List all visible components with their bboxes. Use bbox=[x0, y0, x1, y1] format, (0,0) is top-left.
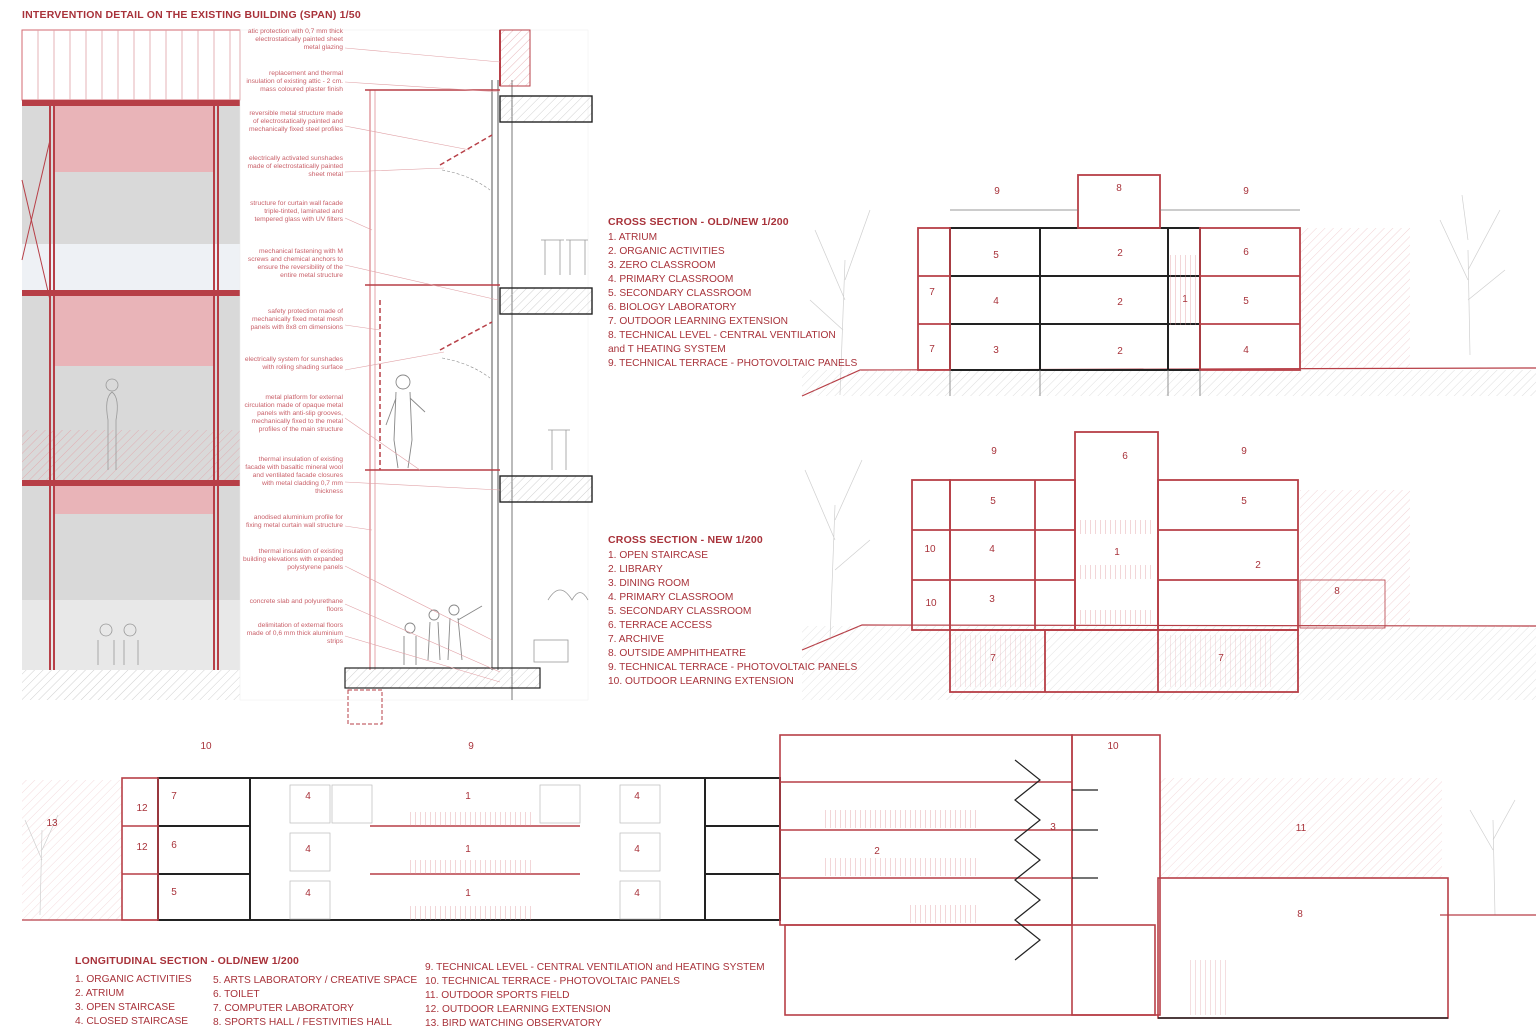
legend-item: 3. OPEN STAIRCASE bbox=[75, 1002, 176, 1013]
detail-annotation: electrically system for sunshades with r… bbox=[244, 356, 343, 372]
detail-annotation: safety protection made of mechanically f… bbox=[250, 308, 343, 332]
detail-annotation: electrically activated sunshades made of… bbox=[247, 155, 343, 179]
legend-item: 13. BIRD WATCHING OBSERVATORY bbox=[425, 1018, 602, 1029]
detail-elevation bbox=[21, 29, 241, 700]
cross-new-legend: 1. OPEN STAIRCASE 2. LIBRARY 3. DINING ROO… bbox=[608, 549, 857, 689]
legend-item: 5. ARTS LABORATORY / CREATIVE SPACE bbox=[213, 975, 418, 986]
legend-item: 2. LIBRARY bbox=[608, 564, 663, 575]
legend-item: 9. TECHNICAL TERRACE - PHOTOVOLTAIC PANE… bbox=[608, 358, 858, 369]
legend-item: and T HEATING SYSTEM bbox=[608, 344, 726, 355]
legend-item: 4. PRIMARY CLASSROOM bbox=[608, 274, 734, 285]
legend-item: 6. BIOLOGY LABORATORY bbox=[608, 302, 737, 313]
detail-annotation: structure for curtain wall facade triple… bbox=[250, 200, 343, 224]
legend-item: 1. OPEN STAIRCASE bbox=[608, 550, 709, 561]
legend-item: 6. TOILET bbox=[213, 989, 260, 1000]
longitudinal-legend-col1: 1. ORGANIC ACTIVITIES 2. ATRIUM 3. OPEN ST… bbox=[75, 973, 192, 1029]
legend-item: 7. OUTDOOR LEARNING EXTENSION bbox=[608, 316, 789, 327]
legend-item: 5. SECONDARY CLASSROOM bbox=[608, 606, 752, 617]
legend-item: 10. TECHNICAL TERRACE - PHOTOVOLTAIC PAN… bbox=[425, 976, 680, 987]
legend-item: 4. CLOSED STAIRCASE bbox=[75, 1016, 189, 1027]
legend-item: 12. OUTDOOR LEARNING EXTENSION bbox=[425, 1004, 611, 1015]
legend-item: 8. TECHNICAL LEVEL - CENTRAL VENTILATION bbox=[608, 330, 836, 341]
cross-new-title: CROSS SECTION - NEW 1/200 bbox=[608, 534, 763, 546]
cross-section-old-new bbox=[801, 174, 1536, 397]
detail-annotation: concrete slab and polyurethane floors bbox=[249, 598, 343, 614]
longitudinal-legend-col3: 9. TECHNICAL LEVEL - CENTRAL VENTILATION… bbox=[425, 961, 765, 1031]
detail-annotation: atic protection with 0,7 mm thick electr… bbox=[247, 28, 343, 52]
detail-annotation: reversible metal structure made of elect… bbox=[248, 110, 343, 134]
cross-section-new bbox=[801, 431, 1536, 700]
legend-item: 2. ORGANIC ACTIVITIES bbox=[608, 246, 725, 257]
legend-item: 6. TERRACE ACCESS bbox=[608, 620, 712, 631]
cross-old-new-legend: 1. ATRIUM 2. ORGANIC ACTIVITIES 3. ZERO CL… bbox=[608, 231, 857, 371]
detail-annotation: thermal insulation of existing facade wi… bbox=[245, 456, 343, 496]
legend-item: 5. SECONDARY CLASSROOM bbox=[608, 288, 752, 299]
longitudinal-section bbox=[22, 734, 1536, 1019]
longitudinal-legend-col2: 5. ARTS LABORATORY / CREATIVE SPACE 6. TO… bbox=[213, 974, 417, 1030]
legend-item: 1. ATRIUM bbox=[608, 232, 658, 243]
legend-item: 7. ARCHIVE bbox=[608, 634, 665, 645]
legend-item: 8. OUTSIDE AMPHITHEATRE bbox=[608, 648, 746, 659]
detail-annotation: mechanical fastening with M screws and c… bbox=[247, 248, 343, 280]
legend-item: 9. TECHNICAL LEVEL - CENTRAL VENTILATION… bbox=[425, 962, 765, 973]
legend-item: 8. SPORTS HALL / FESTIVITIES HALL bbox=[213, 1017, 392, 1028]
detail-annotation: anodised aluminium profile for fixing me… bbox=[245, 514, 343, 530]
detail-section bbox=[239, 29, 593, 725]
legend-item: 7. COMPUTER LABORATORY bbox=[213, 1003, 354, 1014]
legend-item: 2. ATRIUM bbox=[75, 988, 125, 999]
legend-item: 3. DINING ROOM bbox=[608, 578, 690, 589]
cross-old-new-title: CROSS SECTION - OLD/NEW 1/200 bbox=[608, 216, 789, 228]
detail-annotation: replacement and thermal insulation of ex… bbox=[246, 70, 343, 94]
legend-item: 3. ZERO CLASSROOM bbox=[608, 260, 716, 271]
legend-item: 9. TECHNICAL TERRACE - PHOTOVOLTAIC PANE… bbox=[608, 662, 858, 673]
legend-item: 4. PRIMARY CLASSROOM bbox=[608, 592, 734, 603]
legend-item: 11. OUTDOOR SPORTS FIELD bbox=[425, 990, 570, 1001]
detail-annotation: delimitation of external floors made of … bbox=[246, 622, 343, 646]
detail-title: INTERVENTION DETAIL ON THE EXISTING BUIL… bbox=[22, 9, 361, 21]
legend-item: 1. ORGANIC ACTIVITIES bbox=[75, 974, 192, 985]
longitudinal-title: LONGITUDINAL SECTION - OLD/NEW 1/200 bbox=[75, 955, 300, 967]
legend-item: 10. OUTDOOR LEARNING EXTENSION bbox=[608, 676, 794, 687]
detail-annotation: metal platform for external circulation … bbox=[244, 394, 343, 434]
detail-annotation: thermal insulation of existing building … bbox=[243, 548, 344, 572]
